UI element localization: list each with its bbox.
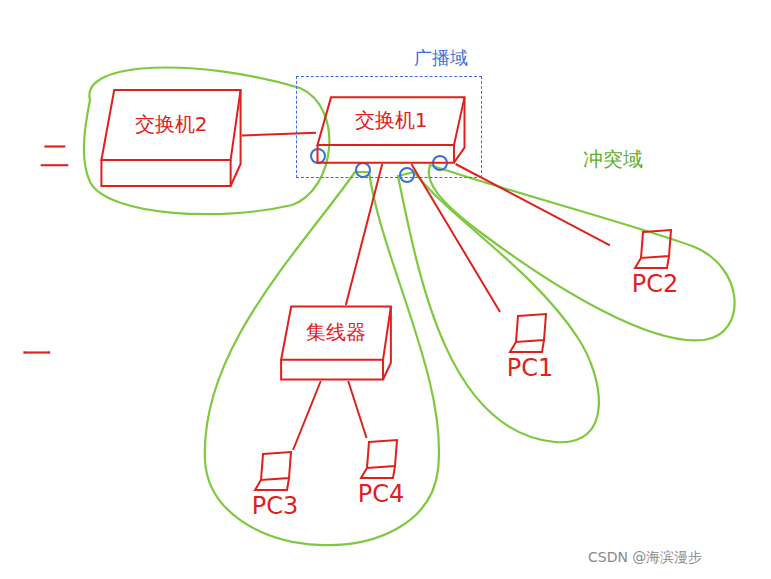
watermark: CSDN @海滨漫步 xyxy=(588,549,702,567)
network-link xyxy=(348,381,366,438)
domain-label: 广播域 xyxy=(414,46,468,70)
laptop-icon xyxy=(359,438,403,480)
collision-domain-outline xyxy=(84,67,329,214)
laptop-icon xyxy=(253,450,297,492)
layer-mark: 二 xyxy=(40,136,70,177)
node-label: 集线器 xyxy=(306,319,366,346)
region-label: 冲突域 xyxy=(583,146,643,173)
port-circle xyxy=(356,163,370,177)
collision-domain-outline xyxy=(205,172,439,545)
broadcast-domain: 广播域交换机1 xyxy=(296,44,482,178)
node-label: 交换机2 xyxy=(135,111,208,138)
computer-node: PC1 xyxy=(498,312,562,412)
node-label: PC2 xyxy=(632,270,679,298)
switch-box: 交换机1 xyxy=(316,96,466,164)
node-label: 交换机1 xyxy=(355,107,428,134)
node-label: PC4 xyxy=(358,480,405,508)
network-link xyxy=(411,164,500,312)
hub-box: 集线器 xyxy=(280,305,392,381)
network-link xyxy=(346,164,382,305)
computer-node: PC2 xyxy=(610,228,700,310)
laptop-icon xyxy=(633,228,677,270)
node-label: PC1 xyxy=(507,354,554,382)
network-link xyxy=(242,133,316,136)
collision-domain-outline xyxy=(429,165,735,340)
port-circle xyxy=(400,168,414,182)
node-label: PC3 xyxy=(252,492,299,520)
switch-shape xyxy=(100,88,242,188)
computer-node: PC4 xyxy=(344,438,418,528)
layer-mark: 一 xyxy=(22,334,52,375)
computer-node: PC3 xyxy=(238,450,312,540)
network-link xyxy=(456,164,610,245)
switch-box: 交换机2 xyxy=(100,88,242,188)
collision-domain-outline xyxy=(398,172,599,442)
laptop-icon xyxy=(508,312,552,354)
network-link xyxy=(293,381,321,450)
